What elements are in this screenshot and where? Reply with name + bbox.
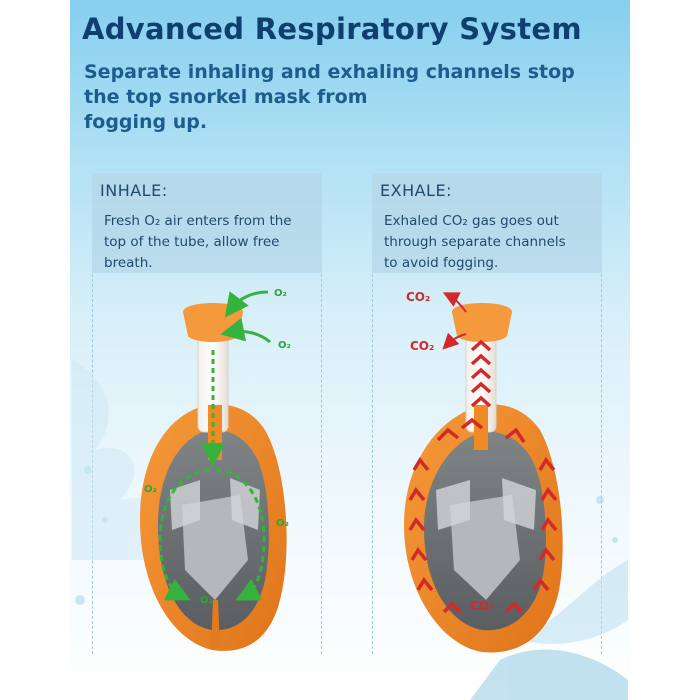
exhale-outflow-arrows bbox=[442, 292, 467, 350]
inhale-gas-label-5: O₂ bbox=[200, 595, 213, 606]
subheadline-line-2: the top snorkel mask from bbox=[84, 86, 368, 108]
exhale-chevron-tube-5 bbox=[470, 395, 492, 408]
inhale-mask-nose-panel bbox=[182, 495, 248, 600]
inhale-arrow-right-loop bbox=[215, 468, 266, 601]
exhale-chevron-left-5 bbox=[416, 576, 434, 592]
exhale-chevron-top-mid bbox=[460, 417, 484, 430]
exhale-chevron-tube-3 bbox=[470, 367, 492, 380]
exhale-chevron-right-1 bbox=[538, 456, 556, 472]
exhale-chevron-right-5 bbox=[532, 576, 550, 592]
inhale-line-1: Fresh O₂ air enters from the bbox=[104, 213, 292, 229]
inhale-title: INHALE: bbox=[100, 181, 168, 200]
exhale-gas-label-2: CO₂ bbox=[410, 339, 434, 353]
exhale-gas-labels: CO₂ CO₂ CO₂ bbox=[406, 290, 494, 613]
exhale-chevron-right-2 bbox=[540, 486, 558, 502]
inhale-arrow-left-loop bbox=[158, 468, 211, 601]
water-splash-right bbox=[470, 496, 628, 700]
inhale-gas-label-1: O₂ bbox=[274, 288, 287, 299]
inhale-gas-label-2: O₂ bbox=[278, 340, 291, 351]
inhale-gas-label-3: O₂ bbox=[144, 484, 157, 495]
exhale-mask-nose-panel bbox=[450, 495, 520, 600]
exhale-line-1: Exhaled CO₂ gas goes out bbox=[384, 213, 559, 229]
exhale-mask bbox=[404, 303, 563, 653]
exhale-chevron-left-2 bbox=[408, 486, 426, 502]
exhale-chevron-right-4 bbox=[538, 546, 556, 562]
exhale-chevron-bottom-1 bbox=[442, 601, 462, 614]
inhale-description: Fresh O₂ air enters from the top of the … bbox=[104, 211, 318, 274]
exhale-airflow-chevrons bbox=[408, 339, 558, 614]
subheadline: Separate inhaling and exhaling channels … bbox=[84, 60, 604, 135]
exhale-info-box: EXHALE: Exhaled CO₂ gas goes out through… bbox=[372, 173, 602, 273]
inhale-snorkel-top bbox=[183, 303, 243, 342]
headline: Advanced Respiratory System bbox=[82, 12, 582, 46]
exhale-snorkel-top bbox=[452, 303, 512, 342]
exhale-description: Exhaled CO₂ gas goes out through separat… bbox=[384, 211, 598, 274]
exhale-chevron-bottom-2 bbox=[504, 601, 524, 614]
inhale-gas-label-4: O₂ bbox=[276, 518, 289, 529]
exhale-chevron-left-3 bbox=[408, 516, 426, 532]
inhale-line-3: breath. bbox=[104, 255, 153, 271]
exhale-chevron-top-right bbox=[504, 427, 526, 443]
exhale-diagram-area bbox=[372, 274, 602, 654]
exhale-line-2: through separate channels bbox=[384, 234, 566, 250]
exhale-chevron-left-4 bbox=[410, 546, 428, 562]
inhale-arrow-top bbox=[224, 290, 269, 318]
exhale-gas-label-1: CO₂ bbox=[406, 290, 430, 304]
exhale-chevron-top-left bbox=[436, 427, 460, 442]
exhale-chevron-tube-4 bbox=[470, 381, 492, 394]
water-splash-left bbox=[72, 360, 163, 605]
inhale-airflow-arrows bbox=[158, 290, 271, 601]
left-white-margin bbox=[0, 0, 70, 700]
exhale-chevron-tube-1 bbox=[470, 339, 492, 352]
exhale-arrow-side bbox=[442, 332, 467, 350]
exhale-chevron-tube-2 bbox=[470, 353, 492, 366]
exhale-gas-label-3: CO₂ bbox=[470, 599, 494, 613]
inhale-mask bbox=[140, 303, 287, 651]
exhale-title: EXHALE: bbox=[380, 181, 452, 200]
exhale-chevron-right-3 bbox=[540, 516, 558, 532]
subheadline-line-1: Separate inhaling and exhaling channels … bbox=[84, 61, 575, 83]
inhale-arrow-second bbox=[220, 317, 271, 344]
exhale-arrow-top bbox=[442, 292, 467, 313]
inhale-info-box: INHALE: Fresh O₂ air enters from the top… bbox=[92, 173, 322, 273]
inhale-line-2: top of the tube, allow free bbox=[104, 234, 280, 250]
exhale-chevron-left-1 bbox=[412, 456, 430, 472]
exhale-line-3: to avoid fogging. bbox=[384, 255, 499, 271]
right-white-margin bbox=[630, 0, 700, 700]
inhale-gas-labels: O₂ O₂ O₂ O₂ O₂ bbox=[144, 288, 291, 606]
subheadline-line-3: fogging up. bbox=[84, 111, 208, 133]
